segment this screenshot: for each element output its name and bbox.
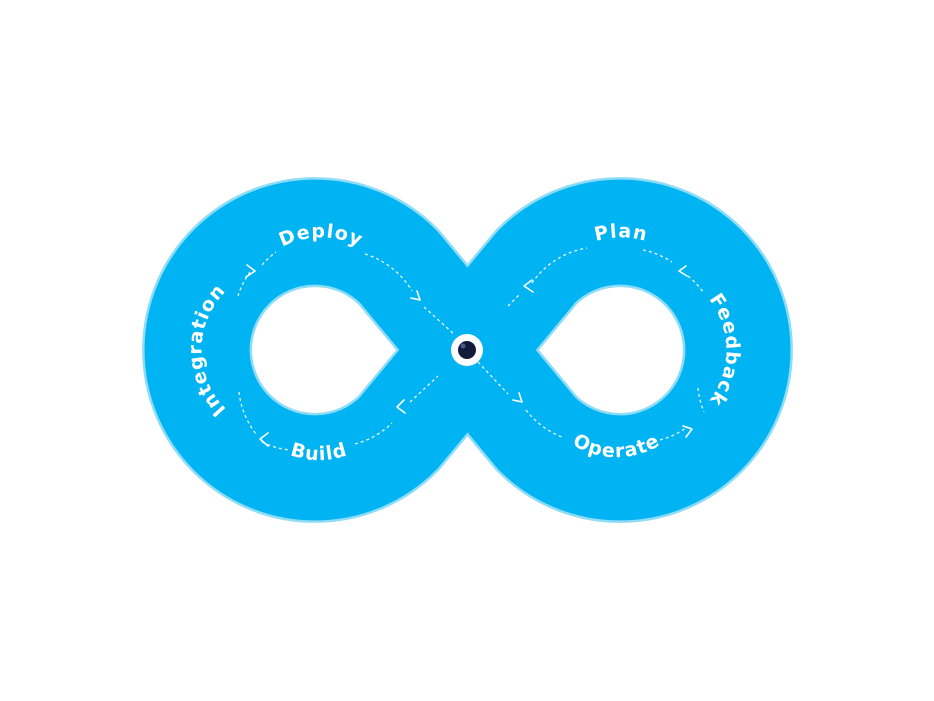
chevron-icon: [245, 264, 256, 278]
chevron-icons: [245, 264, 693, 447]
stage-label-plan: Plan: [592, 220, 650, 246]
chevron-icon: [512, 392, 523, 403]
chevron-icon: [678, 265, 688, 277]
chevron-icon: [682, 425, 693, 438]
dashed-flow-lines: [237, 247, 705, 451]
chevron-icon: [523, 279, 534, 293]
chevron-icon: [410, 290, 421, 301]
chevron-icon: [259, 432, 269, 447]
chevron-icon: [396, 399, 406, 414]
eye-icon: [451, 334, 483, 366]
